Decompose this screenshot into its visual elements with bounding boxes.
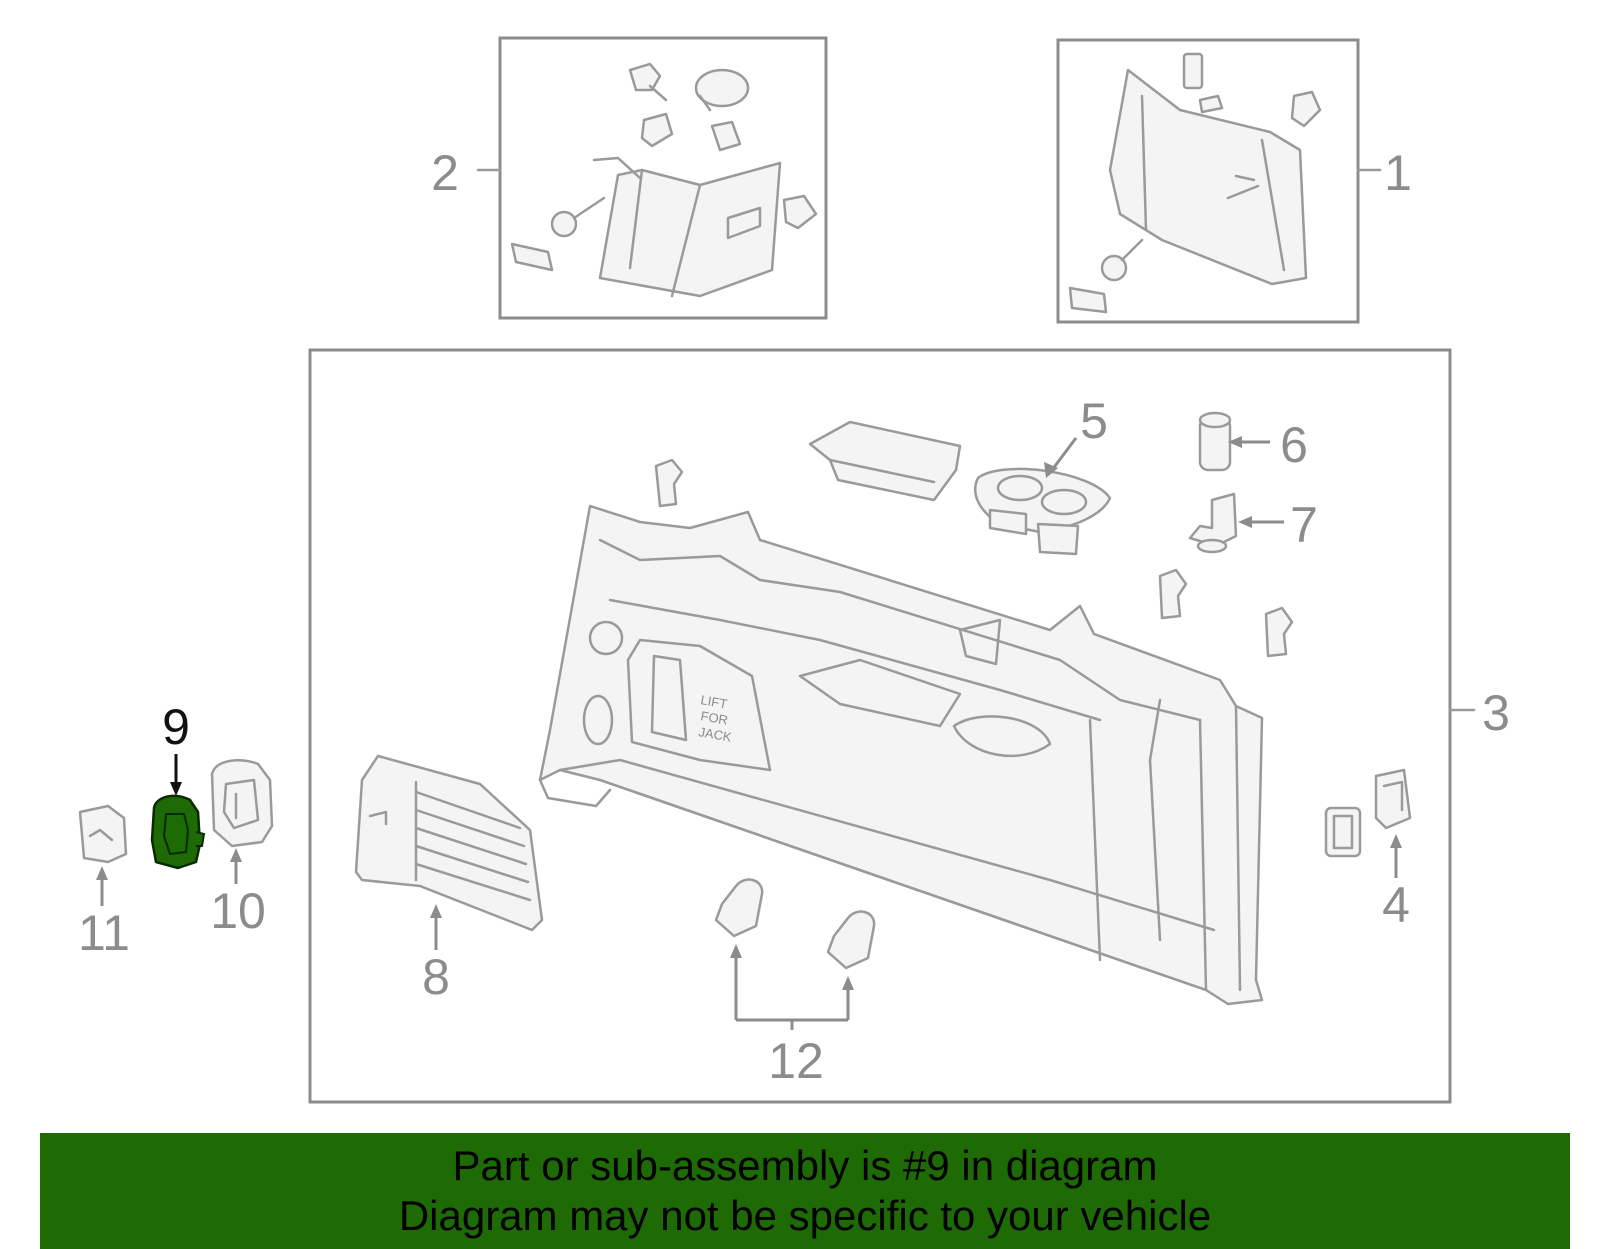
part-3-quarter-trim-panel: LIFT FOR JACK bbox=[538, 504, 1264, 1006]
callout-7: 7 bbox=[1290, 497, 1318, 553]
clip-icon bbox=[654, 458, 684, 508]
storage-tray bbox=[808, 420, 962, 502]
arrowhead-4 bbox=[1390, 834, 1402, 848]
arrowhead-8 bbox=[430, 904, 442, 918]
frame-part-1 bbox=[1056, 38, 1360, 324]
callout-2: 2 bbox=[431, 145, 459, 201]
clip-icon bbox=[1158, 568, 1188, 620]
screw-icon bbox=[628, 62, 668, 102]
clip-icon bbox=[1264, 606, 1294, 658]
plug-icon bbox=[510, 242, 554, 272]
jack-access-panel bbox=[626, 638, 772, 772]
part-5-cupholder bbox=[974, 467, 1112, 556]
callout-9: 9 bbox=[162, 699, 190, 755]
panel-text-lift: LIFT bbox=[699, 692, 728, 711]
frame-part-2 bbox=[498, 36, 828, 320]
clip-icon bbox=[1290, 90, 1322, 128]
cupholder-recess bbox=[952, 715, 1052, 758]
part-1-trim-panel bbox=[1068, 52, 1322, 314]
oval-opening bbox=[582, 694, 614, 746]
frame-part-3 bbox=[308, 348, 1452, 1104]
panel-text-for: FOR bbox=[699, 708, 729, 728]
info-banner: Part or sub-assembly is #9 in diagram Di… bbox=[40, 1133, 1570, 1249]
panel-text-jack: JACK bbox=[697, 724, 733, 745]
callout-4: 4 bbox=[1382, 877, 1410, 933]
arrowhead-6 bbox=[1228, 436, 1242, 448]
plug-icon bbox=[1182, 52, 1204, 90]
banner-line-2: Diagram may not be specific to your vehi… bbox=[398, 1192, 1212, 1239]
plug-icon bbox=[1068, 286, 1108, 314]
arrowhead-12b bbox=[842, 976, 854, 990]
part-7-bracket bbox=[1188, 492, 1238, 554]
part-11-clip bbox=[78, 804, 128, 864]
clip-icon bbox=[1198, 94, 1224, 114]
part-10-bezel-frame bbox=[210, 759, 274, 848]
part-8-vent-grille bbox=[354, 754, 544, 932]
storage-pocket bbox=[798, 658, 962, 728]
part-2-trim-assembly bbox=[510, 62, 818, 298]
bolt-icon bbox=[550, 196, 606, 238]
arrowhead-11 bbox=[96, 866, 108, 880]
clip-icon bbox=[710, 120, 742, 152]
arrowhead-5 bbox=[1044, 462, 1058, 478]
leader-5 bbox=[1050, 437, 1078, 471]
callout-10: 10 bbox=[210, 883, 266, 939]
callout-3: 3 bbox=[1482, 685, 1510, 741]
round-opening bbox=[588, 620, 624, 656]
part-4-clip-pair bbox=[1324, 768, 1412, 858]
arrowhead-9 bbox=[170, 782, 182, 796]
arrowhead-12a bbox=[730, 944, 742, 958]
clip-icon bbox=[640, 112, 674, 148]
callout-11: 11 bbox=[78, 905, 130, 961]
callout-6: 6 bbox=[1280, 417, 1308, 473]
part-12-hooks bbox=[714, 878, 876, 970]
callout-1: 1 bbox=[1384, 145, 1412, 201]
banner-line-1: Part or sub-assembly is #9 in diagram bbox=[452, 1142, 1158, 1189]
clip-icon bbox=[782, 194, 818, 230]
bolt-icon bbox=[1100, 238, 1144, 282]
arrowhead-10 bbox=[230, 848, 242, 862]
callout-12: 12 bbox=[768, 1033, 824, 1089]
part-9-highlighted-bezel[interactable] bbox=[150, 794, 206, 870]
clip-icon bbox=[694, 68, 750, 112]
callout-8: 8 bbox=[422, 949, 450, 1005]
arrowhead-7 bbox=[1238, 516, 1252, 528]
callout-5: 5 bbox=[1080, 393, 1108, 449]
part-6-light bbox=[1198, 411, 1232, 472]
